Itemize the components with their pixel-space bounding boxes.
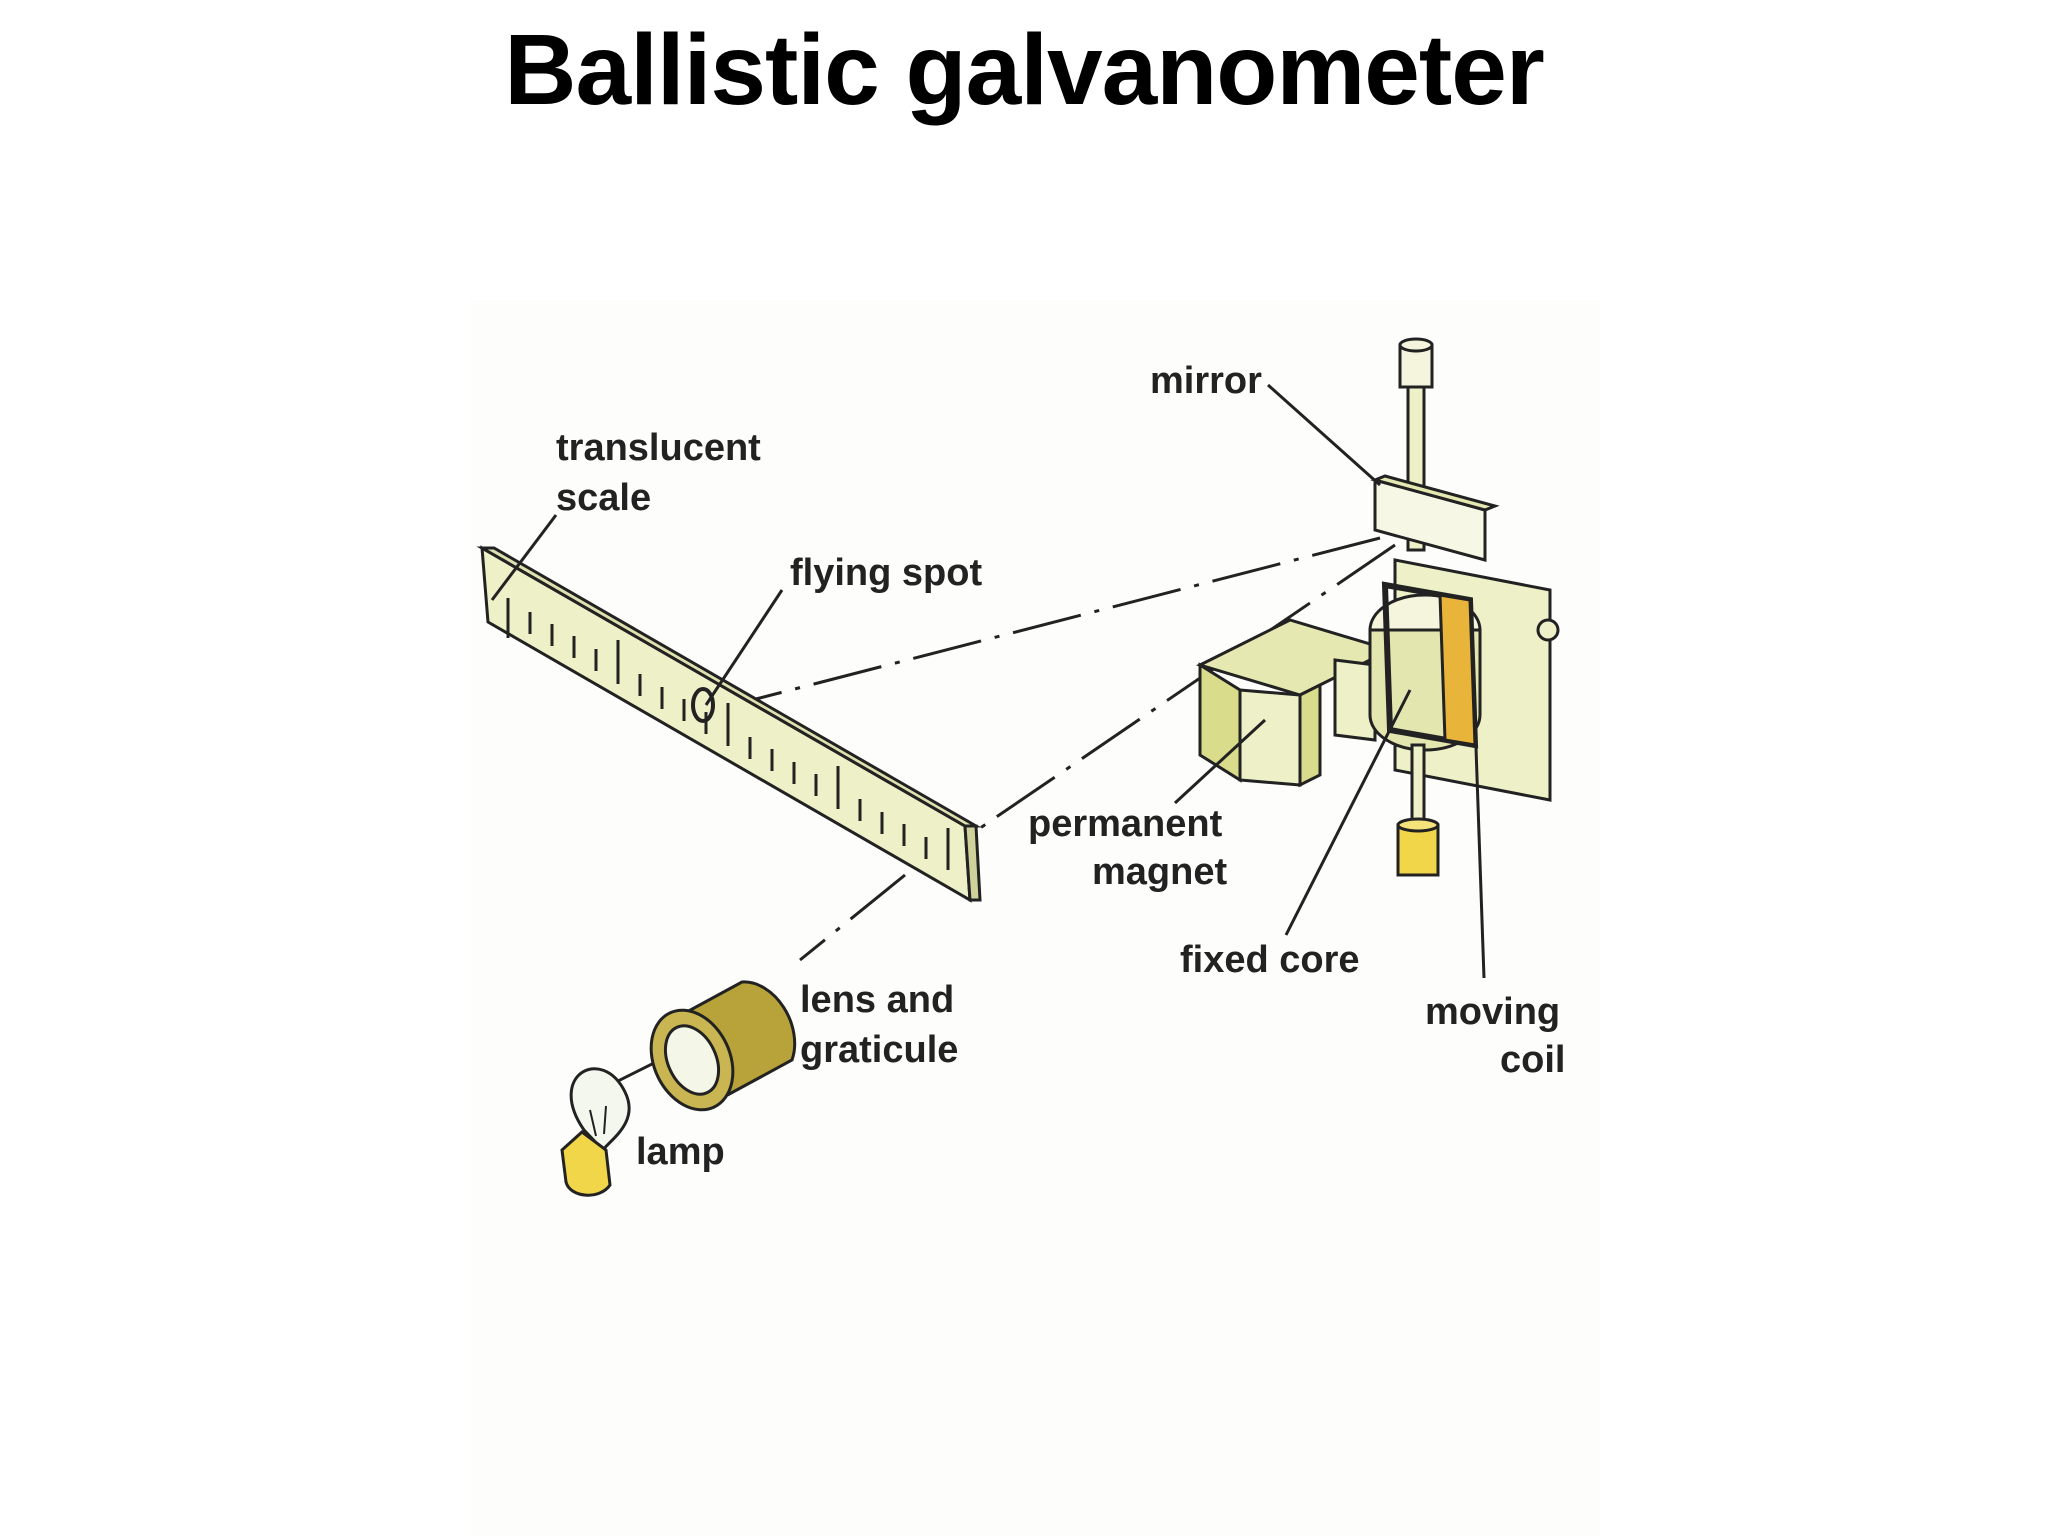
label-lens-and-graticule-line2: graticule	[800, 1029, 958, 1071]
beam-lens-to-scale	[799, 873, 906, 962]
scale-tick-marks	[506, 598, 950, 870]
label-lamp: lamp	[636, 1131, 725, 1173]
translucent-scale	[476, 545, 982, 903]
leader-translucent-scale	[490, 514, 558, 601]
diagram-labels: mirror translucent scale flying spot per…	[556, 360, 1565, 1173]
label-fixed-core: fixed core	[1180, 939, 1360, 981]
slide-title: Ballistic galvanometer	[504, 14, 1545, 126]
magnet-pole-left	[1238, 688, 1302, 787]
magnet-pole-right	[1333, 658, 1377, 742]
label-leader-lines	[490, 383, 1486, 979]
leader-mirror	[1267, 383, 1381, 487]
terminal-screw	[1536, 618, 1560, 642]
beam-mirror-to-spot	[751, 536, 1381, 702]
label-translucent-scale-line1: translucent	[556, 427, 761, 469]
leader-fixed-core	[1284, 689, 1412, 936]
leader-flying-spot	[704, 589, 784, 706]
label-mirror: mirror	[1150, 360, 1262, 402]
label-permanent-magnet-line1: permanent	[1028, 803, 1223, 845]
flying-spot-marker	[691, 687, 715, 723]
label-translucent-scale-line2: scale	[556, 477, 651, 519]
leader-permanent-magnet	[1173, 718, 1267, 805]
lamp	[560, 1067, 631, 1197]
galvanometer-assembly	[1195, 337, 1560, 877]
lamp-base	[560, 1130, 612, 1197]
suspension-lower	[1410, 743, 1426, 827]
label-flying-spot: flying spot	[790, 552, 982, 594]
leader-moving-coil	[1472, 689, 1486, 979]
lens-and-graticule	[649, 980, 797, 1112]
label-lens-and-graticule-line1: lens and	[800, 979, 954, 1021]
lens-glass	[663, 1024, 721, 1096]
label-permanent-magnet-line2: magnet	[1092, 851, 1227, 893]
light-beam-paths	[599, 536, 1396, 1092]
label-moving-coil-line1: moving	[1425, 991, 1560, 1033]
beam-mirror-to-lens	[969, 543, 1396, 837]
label-moving-coil-line2: coil	[1500, 1039, 1565, 1081]
lamp-bulb	[569, 1067, 631, 1153]
